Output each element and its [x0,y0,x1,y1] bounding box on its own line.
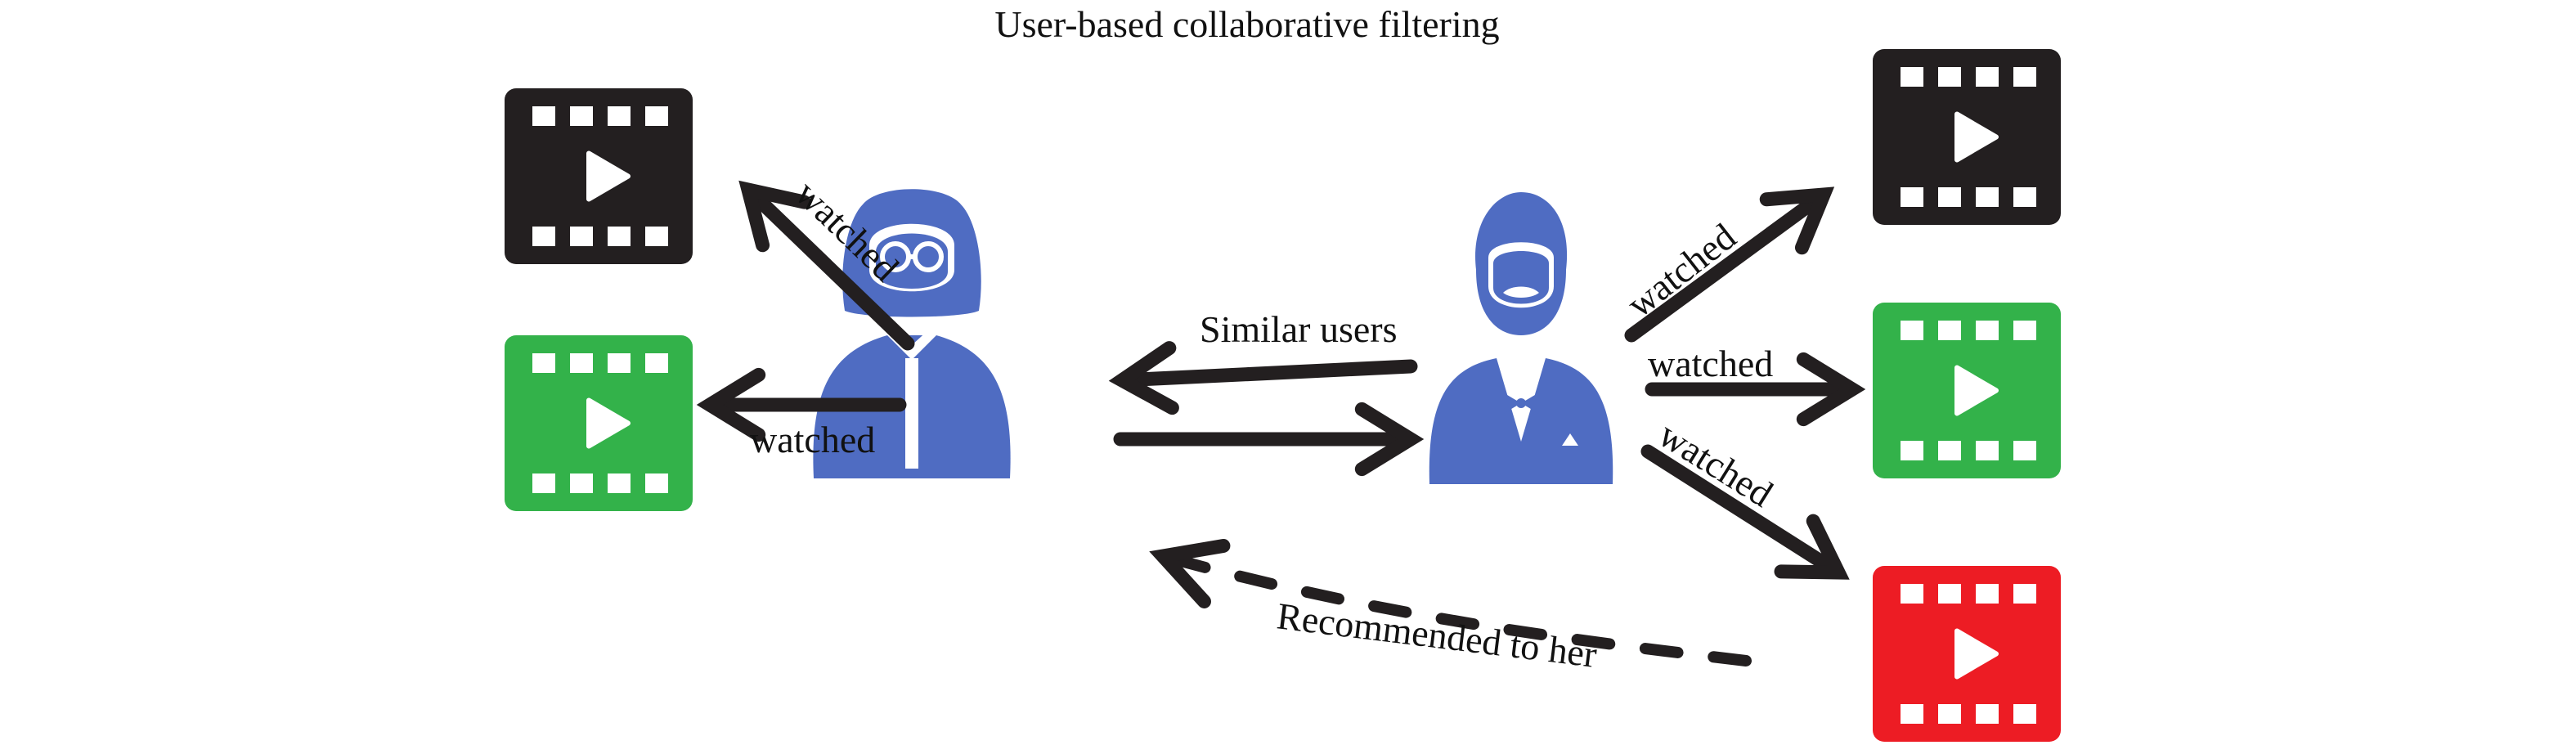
arrow-man-to-black-movie [1624,186,1835,343]
man-user-icon [1429,192,1613,484]
woman-user-icon [813,189,1011,478]
arrow-similar-to-woman [1108,341,1418,415]
label-similar-users: Similar users [1200,308,1397,350]
arrow-similar-to-man [1113,402,1425,477]
arrow-recommended-dashed [1149,538,1752,666]
film-icon [505,335,693,511]
arrow-woman-to-green-movie [696,367,907,442]
film-icon [505,88,693,264]
film-icon [1873,303,2061,478]
arrow-man-to-red-movie [1640,444,1850,580]
label-watched-man-green: watched [1648,343,1773,384]
diagram-title: User-based collaborative filtering [994,3,1499,45]
arrow-woman-to-black-movie [738,180,915,351]
label-watched-woman-green: watched [750,419,875,460]
label-recommended: Recommended to her [1275,595,1600,675]
arrow-man-to-green-movie [1645,352,1866,427]
film-icon [1873,566,2061,742]
film-icon [1873,49,2061,225]
